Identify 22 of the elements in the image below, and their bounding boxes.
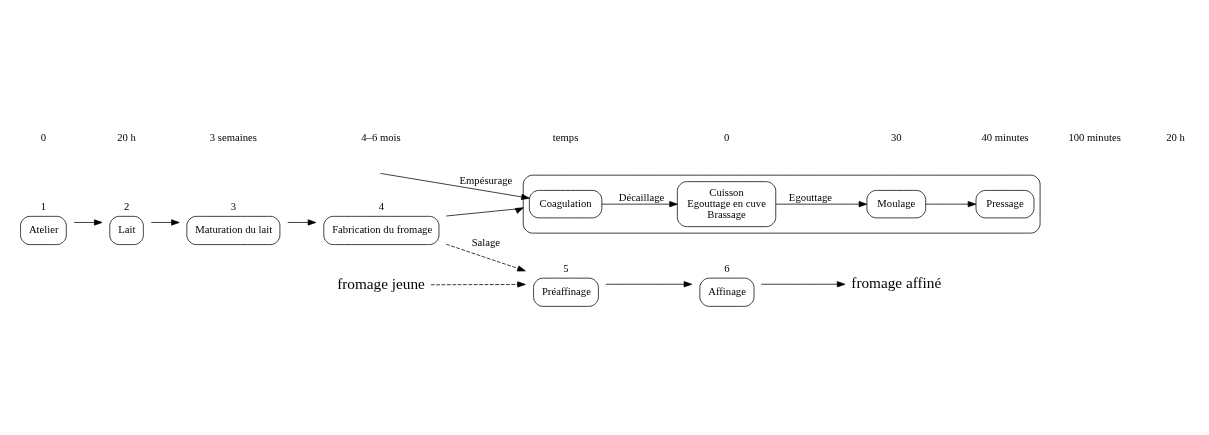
label: temps [552, 130, 579, 143]
label: 40 minutes [981, 130, 1029, 143]
node-label: 2 [123, 200, 130, 213]
node-label: 5 [563, 262, 569, 275]
label: 30 [890, 130, 902, 143]
node-label: 1 [40, 200, 47, 213]
label: 20 h [117, 130, 136, 143]
label: 20 h [1166, 130, 1185, 143]
edge-label: Empésurage [459, 174, 513, 187]
label: 3 semaines [209, 130, 257, 143]
label: 100 minutes [1068, 130, 1121, 143]
edge-label: Egouttage [788, 191, 833, 204]
label: 0 [723, 130, 730, 143]
edge-label: Décaillage [618, 191, 665, 204]
edge-label: Salage [471, 236, 501, 249]
node-label: 4 [378, 200, 385, 213]
node-label: 3 [230, 200, 237, 213]
node-label: 6 [724, 262, 730, 275]
node-text: fromage jeune [337, 274, 425, 292]
label: 4–6 mois [361, 130, 401, 143]
node-text: fromage affiné [851, 274, 942, 292]
label: 0 [40, 130, 47, 143]
